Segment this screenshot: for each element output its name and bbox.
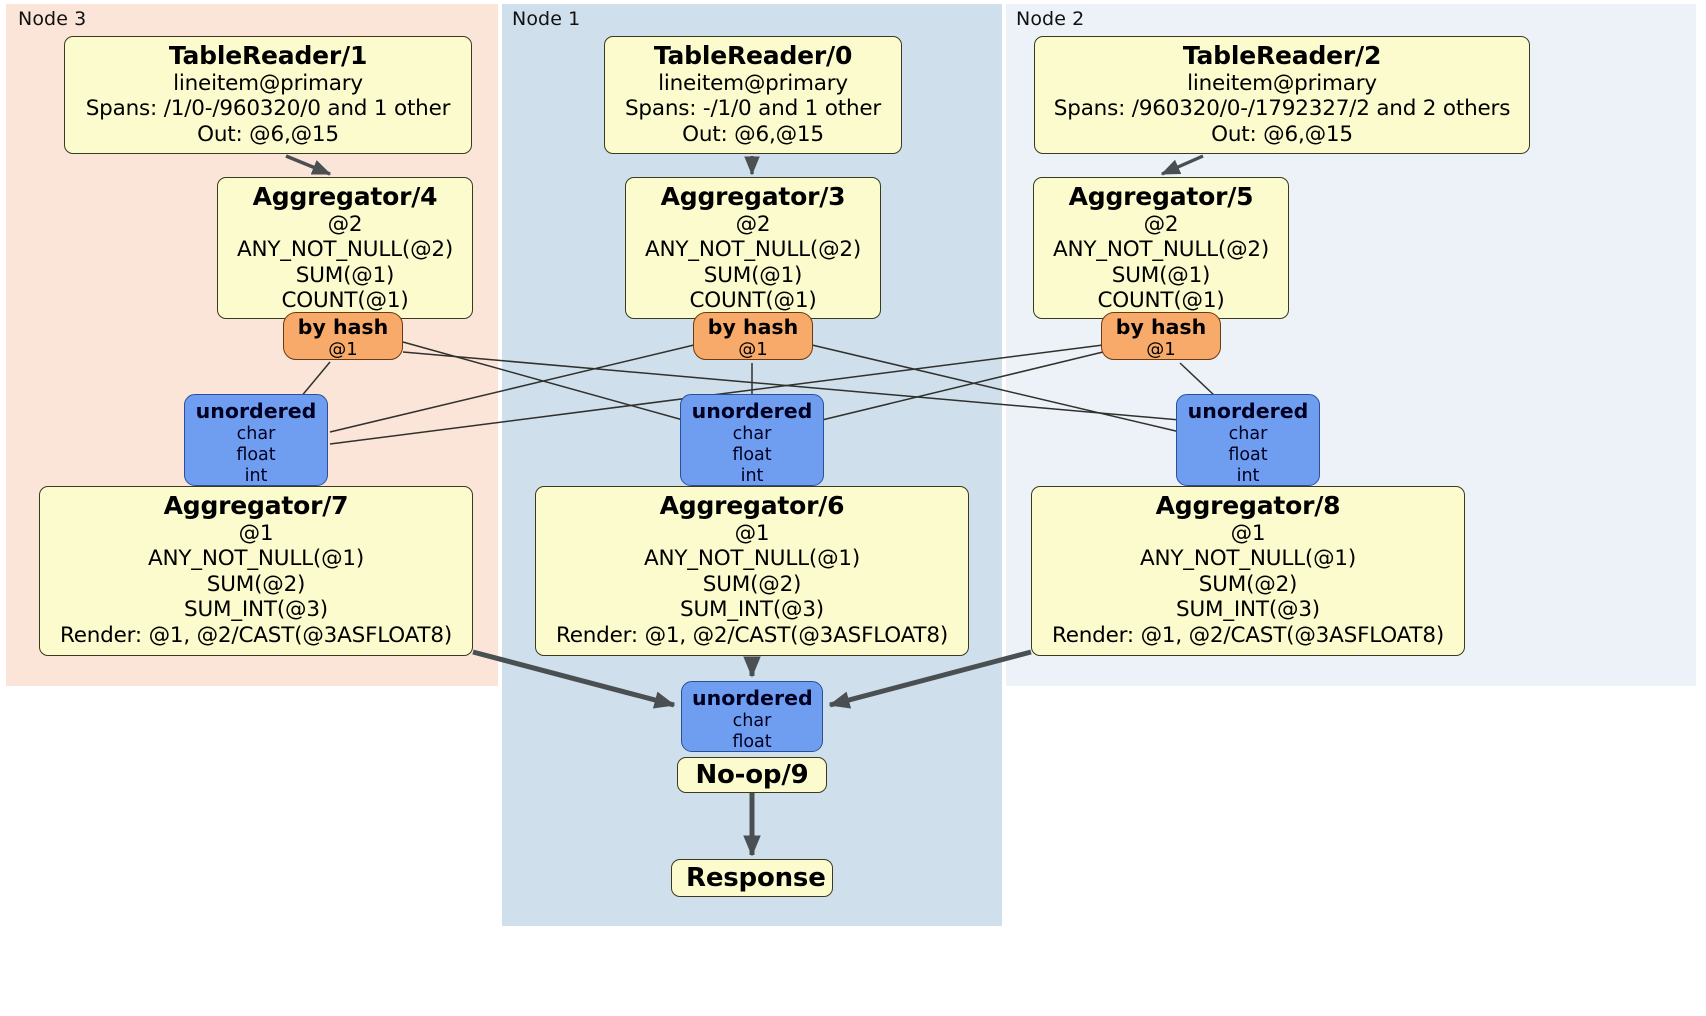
synchronizer-line: char xyxy=(732,710,772,731)
processor-line: SUM(@2) xyxy=(206,571,306,597)
processor-line: SUM_INT(@3) xyxy=(184,597,328,623)
processor-line: Out: @6,@15 xyxy=(197,121,339,147)
processor-line: COUNT(@1) xyxy=(689,288,817,314)
processor-title: Aggregator/4 xyxy=(252,182,438,211)
processor-line: SUM(@1) xyxy=(1111,262,1211,288)
processor-line: COUNT(@1) xyxy=(1097,288,1225,314)
processor-line: lineitem@primary xyxy=(1187,70,1377,96)
processor-line: ANY_NOT_NULL(@1) xyxy=(147,546,365,572)
router-title: by hash xyxy=(707,315,799,339)
synchronizer-line: int xyxy=(1236,465,1260,486)
processor-line: ANY_NOT_NULL(@2) xyxy=(644,237,862,263)
processor-response[interactable]: Response xyxy=(671,859,833,897)
processor-line: lineitem@primary xyxy=(658,70,848,96)
processor-title: No-op/9 xyxy=(695,760,809,790)
synchronizer-line: char xyxy=(236,423,276,444)
synchronizer-line: int xyxy=(740,465,764,486)
synchronizer-unordered-aggregator-6[interactable]: unordered char float int xyxy=(680,394,824,486)
processor-tablereader-2[interactable]: TableReader/2 lineitem@primary Spans: /9… xyxy=(1034,36,1530,154)
processor-line: @1 xyxy=(1230,520,1266,546)
processor-title: Aggregator/5 xyxy=(1068,182,1254,211)
synchronizer-line: float xyxy=(1228,444,1268,465)
region-label-node-3: Node 3 xyxy=(18,8,87,30)
processor-line: Spans: /960320/0-/1792327/2 and 2 others xyxy=(1053,96,1511,122)
processor-line: ANY_NOT_NULL(@1) xyxy=(1139,546,1357,572)
processor-title: Aggregator/8 xyxy=(1155,491,1341,520)
processor-line: @1 xyxy=(734,520,770,546)
region-label-node-2: Node 2 xyxy=(1016,8,1085,30)
synchronizer-title: unordered xyxy=(1187,399,1309,423)
synchronizer-line: float xyxy=(236,444,276,465)
processor-no-op-9[interactable]: No-op/9 xyxy=(677,757,827,793)
processor-title: TableReader/2 xyxy=(1182,41,1382,70)
processor-line: SUM_INT(@3) xyxy=(680,597,824,623)
processor-aggregator-7[interactable]: Aggregator/7 @1 ANY_NOT_NULL(@1) SUM(@2)… xyxy=(39,486,473,656)
processor-render-line: Render: @1, @2/CAST(@3ASFLOAT8) xyxy=(1051,623,1445,649)
processor-line: SUM(@1) xyxy=(295,262,395,288)
processor-line: ANY_NOT_NULL(@2) xyxy=(236,237,454,263)
router-line: @1 xyxy=(1146,338,1176,360)
region-label-node-1: Node 1 xyxy=(512,8,581,30)
processor-tablereader-0[interactable]: TableReader/0 lineitem@primary Spans: -/… xyxy=(604,36,902,154)
synchronizer-title: unordered xyxy=(691,399,813,423)
processor-title: Aggregator/6 xyxy=(659,491,845,520)
processor-line: ANY_NOT_NULL(@1) xyxy=(643,546,861,572)
processor-line: lineitem@primary xyxy=(173,70,363,96)
processor-render-line: Render: @1, @2/CAST(@3ASFLOAT8) xyxy=(59,623,453,649)
router-title: by hash xyxy=(297,315,389,339)
processor-line: Spans: /1/0-/960320/0 and 1 other xyxy=(85,96,451,122)
processor-title: TableReader/1 xyxy=(168,41,368,70)
router-title: by hash xyxy=(1115,315,1207,339)
processor-title: Aggregator/3 xyxy=(660,182,846,211)
processor-line: Out: @6,@15 xyxy=(1211,121,1353,147)
processor-aggregator-8[interactable]: Aggregator/8 @1 ANY_NOT_NULL(@1) SUM(@2)… xyxy=(1031,486,1465,656)
router-by-hash-aggregator-4[interactable]: by hash @1 xyxy=(283,312,403,360)
processor-aggregator-3[interactable]: Aggregator/3 @2 ANY_NOT_NULL(@2) SUM(@1)… xyxy=(625,177,881,319)
processor-aggregator-5[interactable]: Aggregator/5 @2 ANY_NOT_NULL(@2) SUM(@1)… xyxy=(1033,177,1289,319)
processor-title: Response xyxy=(686,863,826,893)
synchronizer-unordered-aggregator-7[interactable]: unordered char float int xyxy=(184,394,328,486)
synchronizer-title: unordered xyxy=(692,686,813,710)
processor-line: SUM(@2) xyxy=(702,571,802,597)
processor-title: Aggregator/7 xyxy=(163,491,349,520)
processor-line: @2 xyxy=(1143,211,1179,237)
processor-render-line: Render: @1, @2/CAST(@3ASFLOAT8) xyxy=(555,623,949,649)
synchronizer-unordered-aggregator-8[interactable]: unordered char float int xyxy=(1176,394,1320,486)
processor-line: SUM(@1) xyxy=(703,262,803,288)
processor-line: Out: @6,@15 xyxy=(682,121,824,147)
router-by-hash-aggregator-5[interactable]: by hash @1 xyxy=(1101,312,1221,360)
processor-line: @2 xyxy=(327,211,363,237)
synchronizer-line: int xyxy=(244,465,268,486)
synchronizer-line: float xyxy=(732,444,772,465)
processor-line: @2 xyxy=(735,211,771,237)
synchronizer-line: char xyxy=(1228,423,1268,444)
processor-aggregator-6[interactable]: Aggregator/6 @1 ANY_NOT_NULL(@1) SUM(@2)… xyxy=(535,486,969,656)
synchronizer-line: float xyxy=(732,731,772,752)
processor-line: @1 xyxy=(238,520,274,546)
synchronizer-line: char xyxy=(732,423,772,444)
processor-aggregator-4[interactable]: Aggregator/4 @2 ANY_NOT_NULL(@2) SUM(@1)… xyxy=(217,177,473,319)
processor-tablereader-1[interactable]: TableReader/1 lineitem@primary Spans: /1… xyxy=(64,36,472,154)
router-line: @1 xyxy=(328,338,358,360)
processor-line: SUM(@2) xyxy=(1198,571,1298,597)
processor-line: COUNT(@1) xyxy=(281,288,409,314)
router-by-hash-aggregator-3[interactable]: by hash @1 xyxy=(693,312,813,360)
processor-title: TableReader/0 xyxy=(653,41,853,70)
router-line: @1 xyxy=(738,338,768,360)
processor-line: ANY_NOT_NULL(@2) xyxy=(1052,237,1270,263)
synchronizer-unordered-final[interactable]: unordered char float xyxy=(681,681,823,752)
processor-line: SUM_INT(@3) xyxy=(1176,597,1320,623)
processor-line: Spans: -/1/0 and 1 other xyxy=(624,96,882,122)
synchronizer-title: unordered xyxy=(195,399,317,423)
